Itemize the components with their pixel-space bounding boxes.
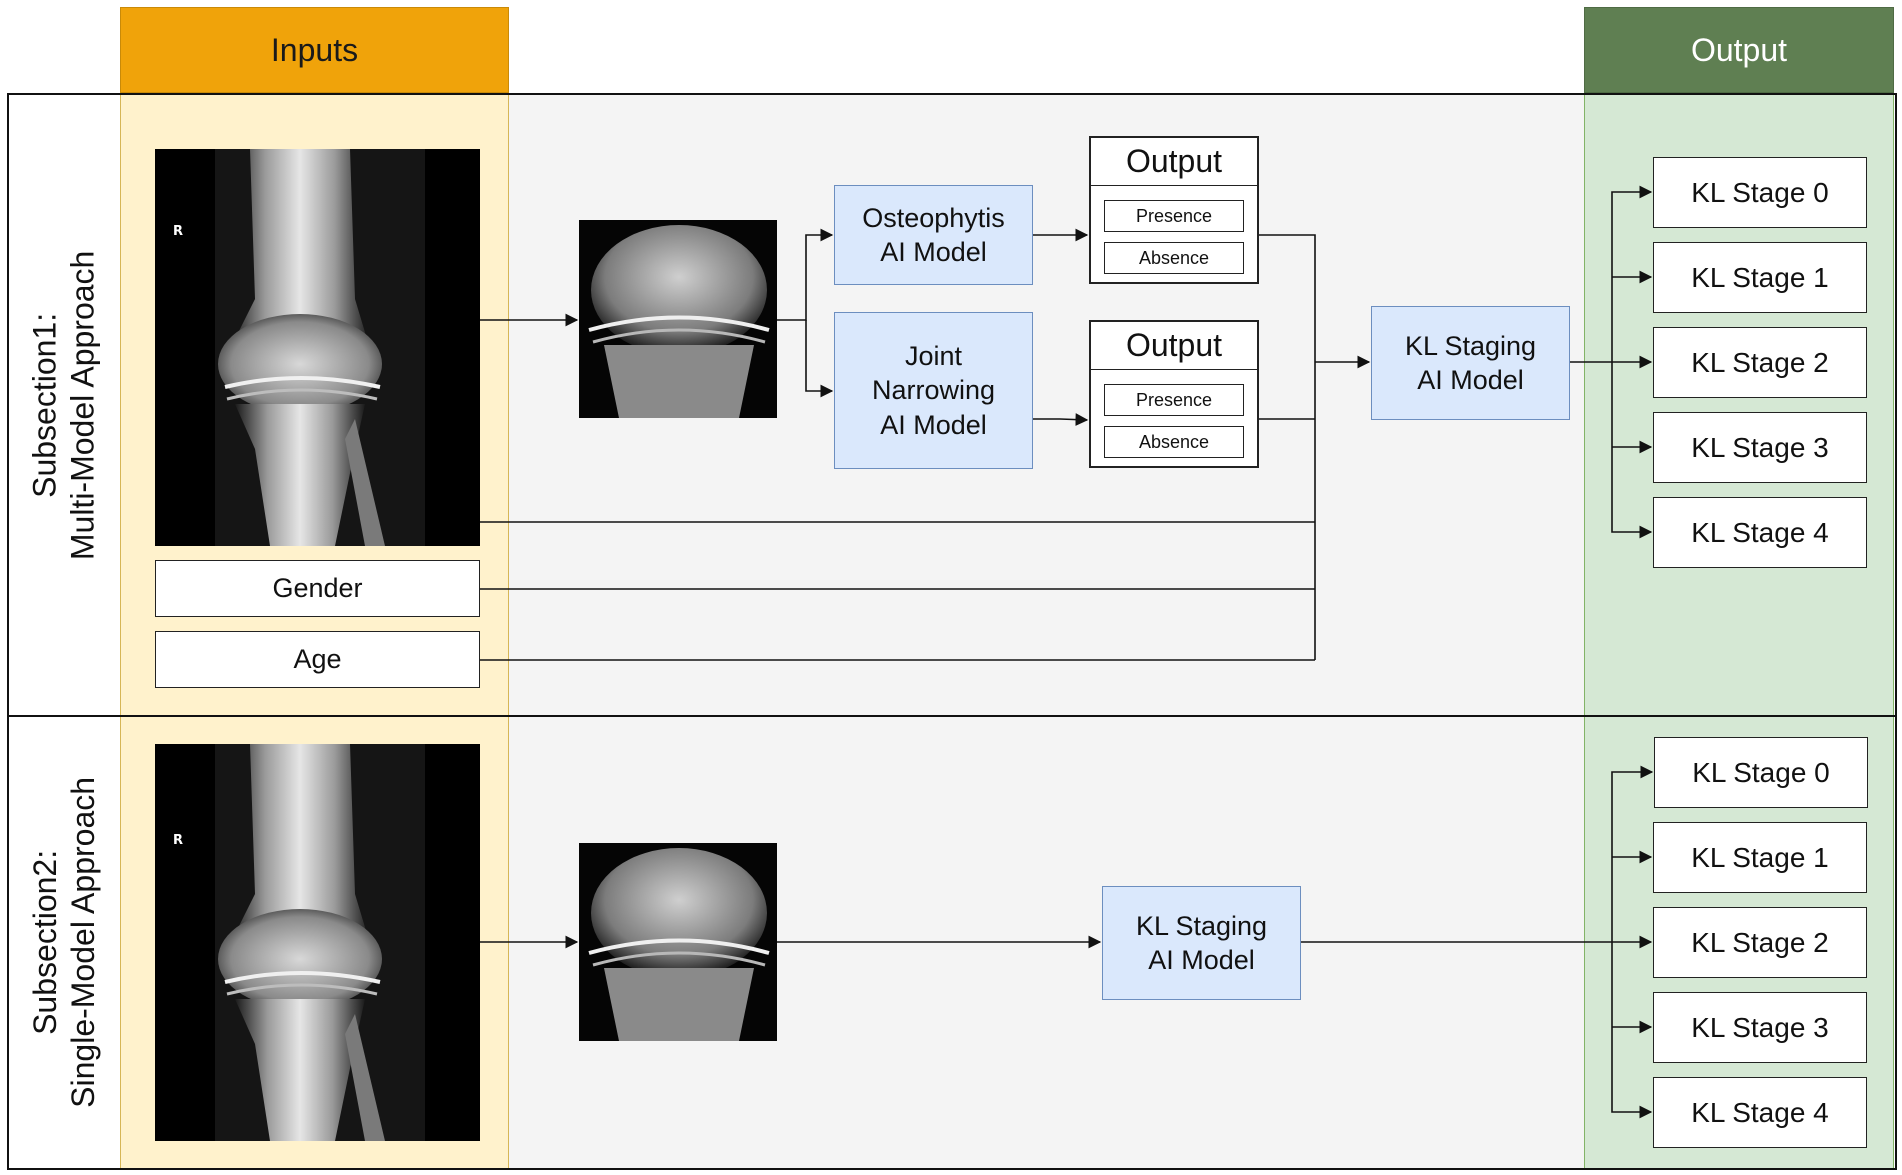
inputs-header: Inputs (120, 7, 509, 93)
knee-xray-crop-graphic (579, 220, 777, 418)
kl-staging-ai-model-box-multi: KL Staging AI Model (1371, 306, 1570, 420)
osteophytis-output-box: Output Presence Absence (1089, 136, 1259, 284)
knee-xray-cropped-image (579, 220, 777, 418)
xray-r-marker-single: R (173, 833, 183, 848)
kl-stage-4-box-single: KL Stage 4 (1653, 1077, 1867, 1148)
kl-stage-3-box-single: KL Stage 3 (1653, 992, 1867, 1063)
kl-stage-3-label: KL Stage 3 (1691, 431, 1829, 463)
output-header: Output (1584, 7, 1894, 93)
kl-stage-1-label: KL Stage 1 (1691, 261, 1829, 293)
osteophytis-ai-model-box: Osteophytis AI Model (834, 185, 1033, 285)
kl-model-to-stage-4-arrow-single (1611, 942, 1653, 1119)
knee-xray-graphic-single: R (155, 744, 480, 1141)
kl-stage-1-label-single: KL Stage 1 (1691, 841, 1829, 873)
kl-stage-0-box-single: KL Stage 0 (1654, 737, 1868, 808)
kl-stage-3-box: KL Stage 3 (1653, 412, 1867, 483)
bus-line (1259, 234, 1316, 660)
kl-model-multi-line1: KL Staging (1404, 330, 1537, 361)
kl-stage-0-box: KL Stage 0 (1653, 157, 1867, 228)
joint-output-title: Output (1091, 322, 1257, 370)
kl-model-single-line1: KL Staging (1135, 910, 1268, 941)
kl-stage-0-label-single: KL Stage 0 (1692, 756, 1830, 788)
kl-stage-2-box: KL Stage 2 (1653, 327, 1867, 398)
gender-input-box: Gender (155, 560, 480, 617)
osteophytis-presence-option: Presence (1104, 200, 1244, 232)
knee-xray-crop-graphic-single (579, 843, 777, 1041)
joint-absence-option: Absence (1104, 426, 1244, 458)
inputs-header-label: Inputs (270, 31, 359, 68)
gender-label: Gender (272, 573, 363, 603)
kl-model-to-stage-0-arrow-single (1611, 765, 1654, 942)
kl-stage-4-label-single: KL Stage 4 (1691, 1096, 1829, 1128)
output-header-label: Output (1690, 31, 1788, 68)
osteophytis-absence-option: Absence (1104, 242, 1244, 274)
kl-staging-ai-model-box-single: KL Staging AI Model (1102, 886, 1301, 1000)
knee-xray-full-image-single: R (155, 744, 480, 1141)
kl-model-multi-line2: AI Model (1417, 365, 1524, 395)
joint-model-line3: AI Model (880, 409, 987, 440)
joint-presence-option: Presence (1104, 384, 1244, 416)
joint-narrowing-output-box: Output Presence Absence (1089, 320, 1259, 468)
kl-model-to-stage-4-arrow (1611, 362, 1653, 539)
age-input-box: Age (155, 631, 480, 688)
kl-stage-4-label: KL Stage 4 (1691, 516, 1829, 548)
joint-to-output-arrow (1033, 413, 1089, 426)
kl-stage-2-label-single: KL Stage 2 (1691, 926, 1829, 958)
kl-stage-0-label: KL Stage 0 (1691, 176, 1829, 208)
kl-stage-1-box: KL Stage 1 (1653, 242, 1867, 313)
osteophytis-model-line1: Osteophytis (862, 202, 1005, 233)
kl-stage-1-box-single: KL Stage 1 (1653, 822, 1867, 893)
kl-model-to-stage-0-arrow (1611, 185, 1653, 362)
joint-model-line2: Narrowing (871, 375, 996, 406)
kl-stage-2-box-single: KL Stage 2 (1653, 907, 1867, 978)
joint-model-line1: Joint (904, 341, 963, 372)
crop-to-osteophytis-arrow (777, 228, 834, 321)
crop-to-joint-arrow (805, 320, 834, 398)
osteophytis-model-line2: AI Model (880, 237, 987, 267)
kl-stage-4-box: KL Stage 4 (1653, 497, 1867, 568)
joint-narrowing-ai-model-box: Joint Narrowing AI Model (834, 312, 1033, 469)
kl-stage-2-label: KL Stage 2 (1691, 346, 1829, 378)
xray-r-marker: R (173, 224, 183, 239)
kl-stage-3-label-single: KL Stage 3 (1691, 1011, 1829, 1043)
knee-xray-cropped-image-single (579, 843, 777, 1041)
kl-model-single-line2: AI Model (1148, 945, 1255, 975)
osteophytis-output-title: Output (1091, 138, 1257, 186)
knee-xray-full-image: R (155, 149, 480, 546)
knee-xray-graphic: R (155, 149, 480, 546)
age-label: Age (293, 644, 342, 674)
